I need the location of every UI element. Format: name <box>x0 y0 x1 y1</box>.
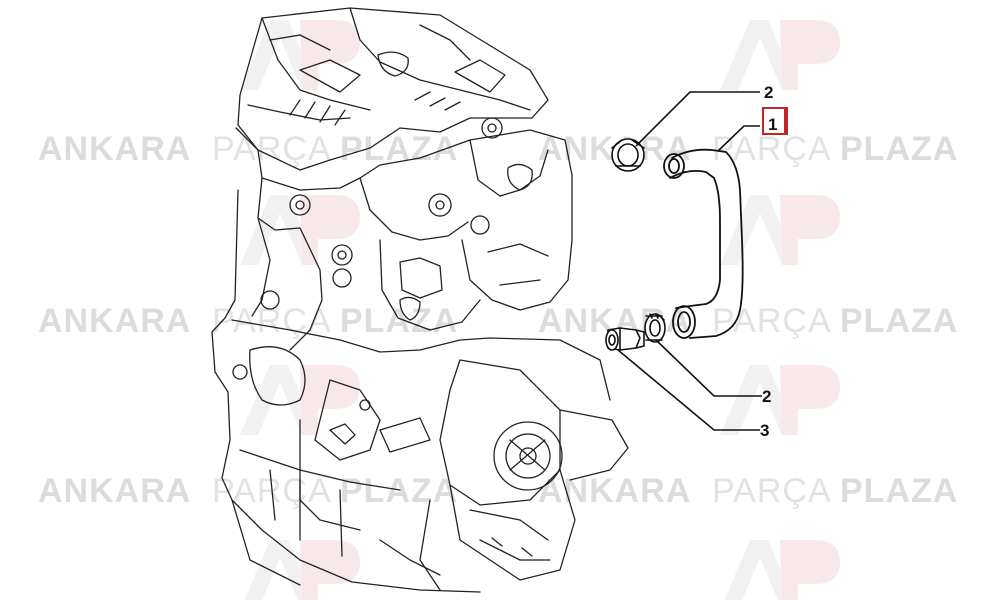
leader-lines <box>617 91 762 431</box>
watermark-word-parca: PARÇA <box>212 130 332 168</box>
watermark-logo <box>240 20 840 600</box>
engine-block-drawing <box>211 7 629 593</box>
watermark-word-plaza: PLAZA <box>340 472 458 510</box>
watermark-word-plaza: PLAZA <box>340 302 458 340</box>
watermark-word-plaza: PLAZA <box>840 130 958 168</box>
callout-labels: 2 1 2 3 <box>760 83 788 440</box>
callout-highlight-bar <box>784 108 787 134</box>
clamp-top <box>611 138 645 172</box>
watermark-word-parca: PARÇA <box>712 302 832 340</box>
hose-fitting <box>605 327 645 351</box>
watermark-word-ankara: ANKARA <box>38 302 191 340</box>
watermark-word-parca: PARÇA <box>712 130 832 168</box>
watermark-layer: ANKARA PARÇA PLAZA ANKARA PARÇA PLAZA AN… <box>38 20 958 600</box>
callout-2-top: 2 <box>764 83 773 102</box>
watermark-word-plaza: PLAZA <box>840 472 958 510</box>
watermark-row-3: ANKARA PARÇA PLAZA ANKARA PARÇA PLAZA <box>38 472 958 510</box>
watermark-word-plaza: PLAZA <box>840 302 958 340</box>
hose-assembly <box>605 138 744 351</box>
callout-3: 3 <box>760 421 769 440</box>
watermark-row-2: ANKARA PARÇA PLAZA ANKARA PARÇA PLAZA <box>38 302 958 340</box>
watermark-word-parca: PARÇA <box>712 472 832 510</box>
watermark-word-ankara: ANKARA <box>538 472 691 510</box>
coolant-hose <box>663 148 744 339</box>
callout-1: 1 <box>768 115 777 134</box>
callout-2-bottom: 2 <box>762 387 771 406</box>
watermark-word-ankara: ANKARA <box>38 472 191 510</box>
clamp-bottom <box>644 313 666 343</box>
watermark-row-1: ANKARA PARÇA PLAZA ANKARA PARÇA PLAZA <box>38 130 958 168</box>
watermark-word-ankara: ANKARA <box>38 130 191 168</box>
